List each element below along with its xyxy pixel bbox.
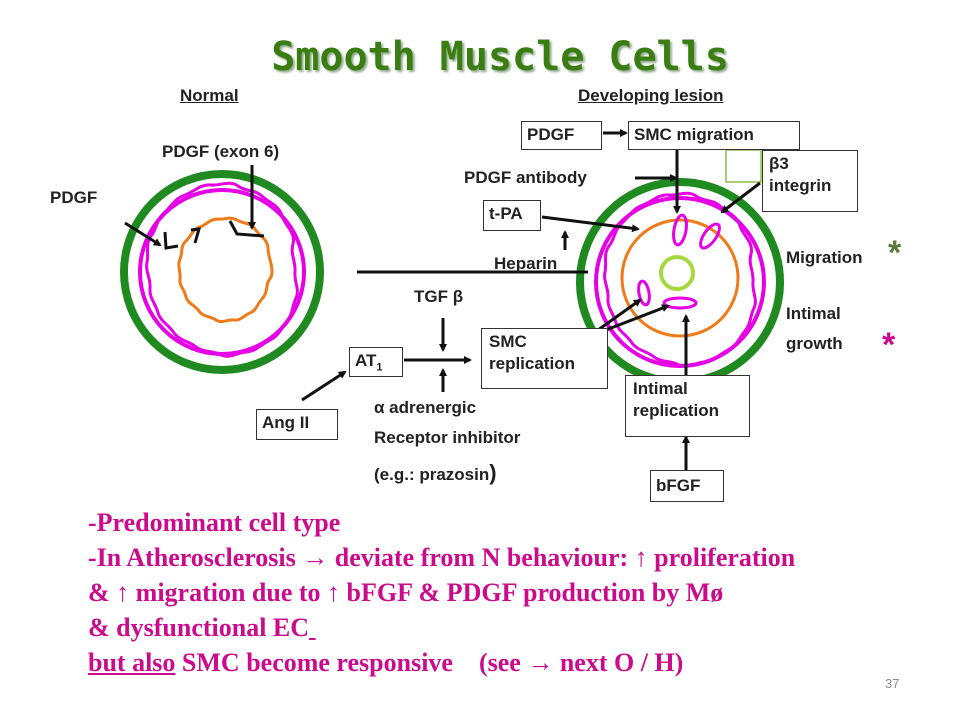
at1-subscript: 1 (376, 361, 383, 374)
arrow-ang-to-at1 (301, 370, 347, 402)
page-number: 37 (885, 676, 900, 691)
tpa-box: t-PA (483, 200, 541, 231)
receptor-inhibitor-label: Receptor inhibitor (374, 428, 521, 447)
migrating-smc-3 (637, 279, 651, 307)
intimal-replication-box: Intimal replication (625, 375, 750, 437)
lesion-intima-ring (620, 218, 740, 338)
smc-replication-label-2: replication (489, 354, 575, 373)
alpha-adrenergic-label: α adrenergic (374, 398, 477, 417)
arrow-smc-to-lesion-2 (597, 304, 670, 335)
lesion-adventitia-ring (576, 178, 784, 386)
intimal-replication-label-2: replication (633, 401, 719, 420)
lesion-media-wavy-ring (603, 191, 757, 368)
normal-media-wavy-ring (145, 181, 299, 358)
migrating-smc-4 (662, 296, 698, 310)
pdgf-receptor-mark-2 (190, 227, 202, 244)
body-line-4: & dysfunctional EC (88, 610, 795, 645)
body-line-4-text: & dysfunctional EC (88, 613, 310, 642)
body-line-5: but also SMC become responsive (see → ne… (88, 645, 795, 680)
normal-adventitia-ring (120, 170, 324, 374)
migrating-smc-2 (699, 222, 721, 250)
prazosin-text: (e.g.: prazosin (374, 465, 490, 484)
intimal-growth-label-1: Intimal (786, 304, 841, 323)
tgf-beta-label: TGF β (414, 287, 464, 306)
prazosin-close-paren: ) (489, 460, 497, 485)
body-line-2: -In Atherosclerosis → deviate from N beh… (88, 543, 796, 572)
pdgf-box: PDGF (521, 121, 602, 150)
normal-intima-wavy-ring (177, 216, 274, 324)
body-line-5-but-also: but also (88, 648, 176, 677)
normal-heading: Normal (180, 86, 239, 105)
lesion-lumen-ring (659, 255, 695, 291)
pdgf-receptor-mark-3 (228, 220, 265, 238)
pdgf-label: PDGF (50, 188, 98, 207)
intimal-growth-label-2: growth (786, 334, 843, 353)
integrin-label: integrin (769, 176, 832, 195)
normal-vessel-diagram (120, 170, 324, 374)
body-text: -Predominant cell type -In Atheroscleros… (88, 505, 795, 680)
smc-migration-box: SMC migration (628, 121, 800, 150)
at1-label: AT (355, 351, 377, 370)
migration-label: Migration (786, 248, 863, 267)
beta3-label: β3 (769, 154, 789, 173)
body-line-3: & ↑ migration due to ↑ bFGF & PDGF produ… (88, 578, 724, 607)
arrow-pdgf-to-vessel (124, 221, 162, 247)
pdgf-receptor-mark-1 (163, 231, 179, 250)
pdgf-antibody-label: PDGF antibody (464, 168, 587, 187)
arrows (124, 129, 761, 470)
developing-lesion-heading: Developing lesion (578, 86, 724, 105)
arrow-integrin-to-lesion (720, 181, 761, 214)
prazosin-label: (e.g.: prazosin) (374, 460, 497, 486)
slide-title: Smooth Muscle Cells (271, 34, 729, 80)
migrating-smc-1 (672, 213, 688, 247)
lesion-vessel-diagram (576, 149, 784, 386)
intimal-growth-star: * (882, 326, 896, 364)
body-line-5-rest: SMC become responsive (see → next O / H) (175, 648, 684, 677)
bfgf-box: bFGF (650, 470, 724, 502)
migration-star: * (888, 234, 902, 272)
at1-box: AT1 (349, 347, 403, 377)
integrin-green-box (725, 149, 762, 183)
ang-ii-box: Ang II (256, 409, 338, 440)
arrow-tpa-to-lesion (541, 215, 640, 233)
smc-replication-label-1: SMC (489, 332, 527, 351)
intimal-replication-label-1: Intimal (633, 379, 688, 398)
heparin-label: Heparin (494, 254, 558, 273)
body-line-4-underline (309, 613, 316, 642)
pdgf-exon6-label: PDGF (exon 6) (162, 142, 280, 161)
body-line-1: -Predominant cell type (88, 508, 341, 537)
smc-replication-box: SMC replication (481, 328, 608, 389)
beta3-integrin-box: β3 integrin (762, 150, 858, 212)
arrow-smc-to-lesion-1 (597, 298, 642, 332)
